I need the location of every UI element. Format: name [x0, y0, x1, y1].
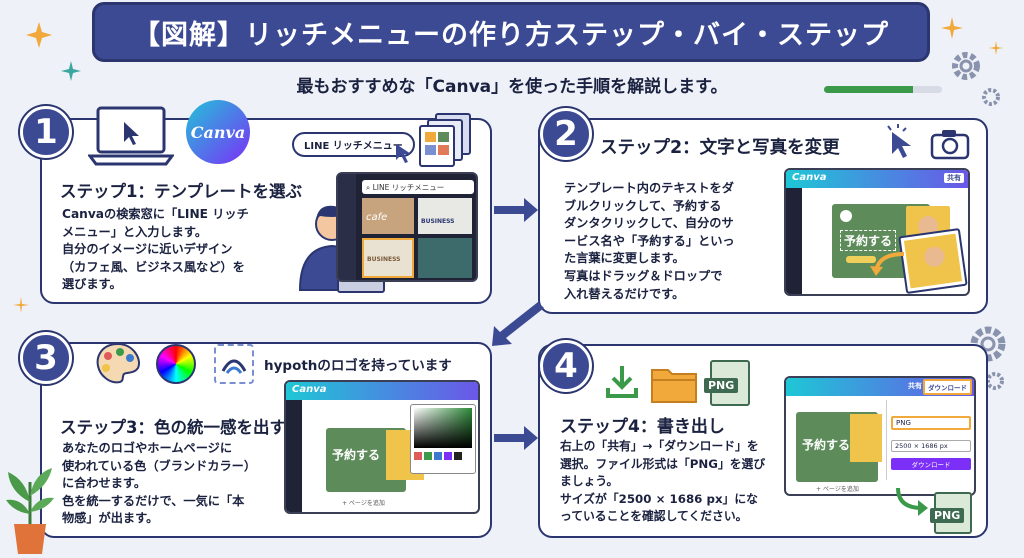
- step-2-number: 2: [540, 108, 592, 160]
- download-button[interactable]: ダウンロード: [923, 379, 972, 395]
- mock-sidebar: [286, 400, 302, 512]
- canva-search-mock: ⌕ LINE リッチメニュー cafe BUSINESS BUSINESS: [336, 172, 478, 282]
- template-tile-business[interactable]: BUSINESS: [418, 198, 472, 234]
- progress-fill: [824, 86, 913, 93]
- folder-icon: [651, 369, 697, 403]
- cursor-icon: [887, 124, 911, 158]
- color-picker-panel[interactable]: [410, 404, 476, 474]
- color-wheel-icon: [156, 344, 196, 384]
- mock-sidebar: [338, 174, 356, 280]
- download-settings-panel: PNG 2500 × 1686 px ダウンロード: [886, 400, 974, 480]
- add-page-link[interactable]: + ページを追加: [342, 500, 385, 507]
- add-page-link[interactable]: + ページを追加: [816, 486, 859, 493]
- sparkle-icon: [61, 61, 81, 81]
- template-tile[interactable]: [418, 238, 472, 278]
- mock-topbar: 共有 ダウンロード: [786, 378, 974, 396]
- photo-placeholder: [850, 414, 882, 462]
- png-file-label: PNG: [704, 378, 739, 393]
- mock-search-field[interactable]: ⌕ LINE リッチメニュー: [362, 180, 474, 194]
- share-button[interactable]: 共有: [908, 382, 922, 390]
- page-title-banner: 【図解】リッチメニューの作り方ステップ・バイ・ステップ: [92, 2, 930, 62]
- logo-caption: hypothのロゴを持っています: [264, 358, 452, 374]
- page-title: 【図解】リッチメニューの作り方ステップ・バイ・ステップ: [133, 19, 889, 51]
- step-1-number: 1: [20, 106, 72, 158]
- step-4-number: 4: [540, 340, 592, 392]
- sparkle-icon: [989, 41, 1003, 55]
- download-icon: [606, 366, 638, 398]
- gear-icon: [952, 52, 980, 80]
- mock-brand: Canva: [792, 172, 827, 183]
- png-file-icon: PNG: [930, 492, 972, 534]
- mock-sidebar: [786, 188, 802, 294]
- arrow-right-icon: [494, 426, 538, 450]
- search-tag: LINE リッチメニュー: [292, 132, 415, 157]
- file-format-select[interactable]: PNG: [891, 416, 971, 430]
- document-stack-icon: [419, 113, 471, 167]
- step-2-body: テンプレート内のテキストをダ ブルクリックして、予約する ダンタクリックして、自…: [564, 181, 735, 301]
- png-file-label: PNG: [930, 508, 965, 523]
- arrow-down-left-icon: [492, 302, 544, 346]
- mock-brand: Canva: [292, 384, 327, 395]
- step-3-title: ステップ3：色の統一感を出す: [60, 418, 286, 437]
- mock-topbar: Canva 共有: [786, 170, 968, 188]
- canvas-button-text: 予約する: [332, 448, 381, 462]
- template-tile-cafe[interactable]: cafe: [362, 198, 414, 234]
- export-arrow-icon: [896, 487, 928, 516]
- drag-photo[interactable]: [898, 227, 968, 295]
- gear-icon: [986, 372, 1004, 390]
- editable-text-button[interactable]: 予約する: [840, 230, 897, 251]
- cursor-icon: [396, 144, 411, 163]
- arrow-right-icon: [494, 198, 538, 222]
- step-1-body: Canvaの検索窓に「LINE リッチ メニュー」と入力します。 自分のイメージ…: [62, 207, 249, 292]
- sparkle-icon: [13, 297, 29, 313]
- canvas-button-text: 予約する: [802, 438, 851, 452]
- canva-download-mock: 共有 ダウンロード 予約する + ページを追加 PNG 2500 × 1686 …: [784, 376, 976, 496]
- mock-topbar: Canva: [286, 382, 478, 400]
- mock-cta: [846, 256, 876, 263]
- canva-color-mock: Canva 予約する + ページを追加: [284, 380, 480, 514]
- logo-placeholder: [840, 210, 852, 222]
- laptop-icon: [88, 106, 174, 166]
- sparkle-icon: [941, 17, 963, 39]
- step-4-title: ステップ4：書き出し: [560, 417, 725, 437]
- share-button[interactable]: 共有: [944, 173, 964, 183]
- size-field[interactable]: 2500 × 1686 px: [891, 440, 971, 452]
- palette-icon: [96, 342, 140, 384]
- confirm-download-button[interactable]: ダウンロード: [891, 458, 971, 470]
- gear-icon: [970, 326, 1006, 362]
- template-tile-selected[interactable]: BUSINESS: [362, 238, 414, 278]
- subtitle: 最もおすすめな「Canva」を使った手順を解説します。: [296, 77, 728, 97]
- progress-bar: [824, 86, 942, 93]
- png-file-icon: PNG: [704, 360, 750, 406]
- camera-icon: [930, 130, 970, 160]
- drag-arrow-icon: [870, 252, 905, 276]
- sparkle-icon: [26, 22, 52, 48]
- step-2-title: ステップ2：文字と写真を変更: [600, 138, 840, 158]
- step-1-title: ステップ1：テンプレートを選ぶ: [60, 182, 302, 201]
- mock-search-text: LINE リッチメニュー: [372, 183, 445, 192]
- canva-logo: Canva: [186, 100, 250, 164]
- color-swatches[interactable]: [414, 452, 472, 460]
- gear-icon: [982, 88, 1000, 106]
- step-3-number: 3: [20, 332, 72, 384]
- step-4-body: 右上の「共有」→「ダウンロード」を 選択。ファイル形式は「PNG」を選び ましょ…: [560, 439, 766, 524]
- plant-icon: [6, 468, 54, 554]
- logo-icon: [214, 344, 254, 384]
- step-3-body: あなたのロゴやホームページに 使われている色（ブランドカラー） に合わせます。 …: [62, 441, 257, 526]
- search-icon: ⌕: [366, 183, 373, 192]
- color-gradient-field[interactable]: [414, 408, 472, 448]
